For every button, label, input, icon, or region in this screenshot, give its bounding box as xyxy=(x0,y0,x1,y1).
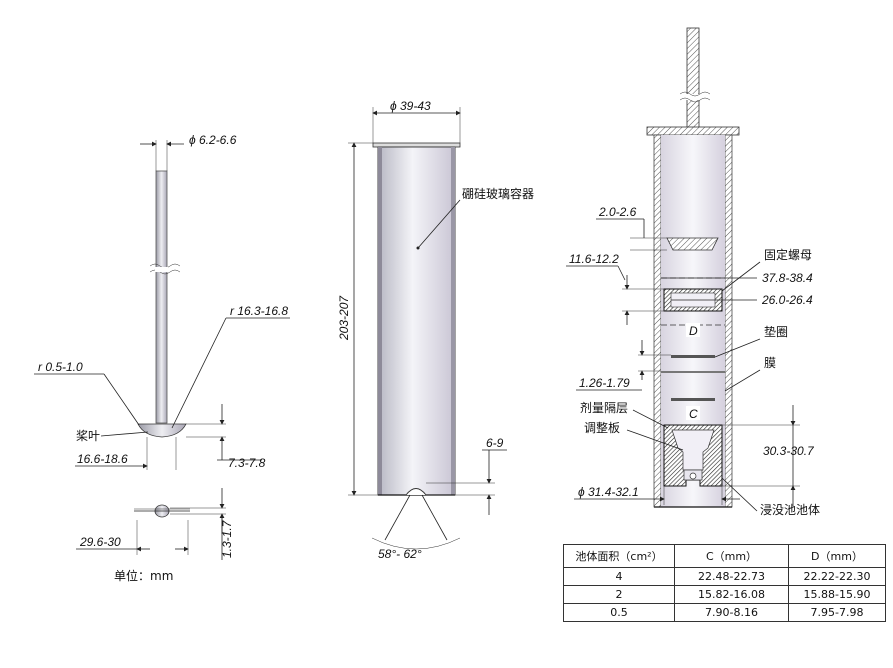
blade-thickness-dim: 1.3-1.7 xyxy=(220,519,234,558)
table-cell: 7.90-8.16 xyxy=(674,603,789,622)
table-cell: 4 xyxy=(563,567,675,586)
vessel-right-wall xyxy=(724,134,733,508)
paddle-drawing: ϕ 6.2-6.6 r 16.3-16.8 r 0.5-1.0 桨叶 16.6-… xyxy=(34,133,290,583)
assembly-paddle-head xyxy=(666,237,719,251)
vessel-left-wall xyxy=(653,134,662,508)
table-header-row: 池体面积（cm²） C（mm） D（mm） xyxy=(563,544,886,568)
spec-table: 池体面积（cm²） C（mm） D（mm） 4 22.48-22.73 22.2… xyxy=(563,544,886,622)
bottom-angle-dim: 58°- 62° xyxy=(378,547,422,561)
nut-height-dim: 11.6-12.2 xyxy=(569,252,619,266)
d-label: D xyxy=(689,324,698,338)
blade-height-dim: 7.3-7.8 xyxy=(228,456,266,470)
paddle-gap-dim: 2.0-2.6 xyxy=(598,205,637,219)
container-height-dim: 203-207 xyxy=(337,295,351,341)
table-row: 2 15.82-16.08 15.88-15.90 xyxy=(563,585,886,604)
table-cell: 2 xyxy=(563,585,675,604)
plate-label: 调整板 xyxy=(584,420,620,435)
table-cell: 22.48-22.73 xyxy=(674,567,789,586)
nut-outer-dim: 37.8-38.4 xyxy=(762,271,813,285)
edge-radius-dim: r 0.5-1.0 xyxy=(38,360,83,374)
table-cell: 22.22-22.30 xyxy=(788,567,886,586)
nut-inner-dim: 26.0-26.4 xyxy=(761,293,813,307)
cell-label: 浸没池池体 xyxy=(760,502,820,517)
table-cell: 15.88-15.90 xyxy=(788,585,886,604)
table-row: 0.5 7.90-8.16 7.95-7.98 xyxy=(563,603,886,622)
paddle-blade xyxy=(137,423,187,438)
glass-container-drawing: ϕ 39-43 203-207 硼硅玻璃容器 6-9 58°- 62° xyxy=(337,99,534,561)
gasket-label: 垫圈 xyxy=(764,324,788,339)
nut-label: 固定螺母 xyxy=(764,247,812,262)
blade-radius-dim: r 16.3-16.8 xyxy=(230,304,288,318)
table-cell: 0.5 xyxy=(563,603,675,622)
shaft-diameter-dim: ϕ 6.2-6.6 xyxy=(189,133,237,147)
assembly-drawing: 2.0-2.6 11.6-12.2 固定螺母 37.8-38.4 26.0-26… xyxy=(566,27,820,517)
blade-label: 桨叶 xyxy=(76,429,100,443)
cell-diameter-dim: ϕ 31.4-32.1 xyxy=(578,485,639,499)
table-cell: 15.82-16.08 xyxy=(674,585,789,604)
paddle-shaft xyxy=(155,170,168,424)
blade-width-dim: 16.6-18.6 xyxy=(77,452,128,466)
c-label: C xyxy=(689,407,698,421)
table-header: 池体面积（cm²） xyxy=(563,544,675,568)
bottom-height-dim: 6-9 xyxy=(486,436,504,450)
container-bottom-dome xyxy=(405,488,427,496)
blade-span-dim: 29.6-30 xyxy=(79,535,121,549)
table-header: D（mm） xyxy=(788,544,886,568)
membrane-label: 膜 xyxy=(764,356,776,370)
unit-label: 单位：mm xyxy=(114,568,173,583)
spacing-dim: 1.26-1.79 xyxy=(579,376,630,390)
cell-height-dim: 30.3-30.7 xyxy=(763,444,815,458)
glass-container xyxy=(377,146,456,496)
material-label: 硼硅玻璃容器 xyxy=(462,186,534,201)
table-cell: 7.95-7.98 xyxy=(788,603,886,622)
table-row: 4 22.48-22.73 22.22-22.30 xyxy=(563,567,886,586)
container-diameter-dim: ϕ 39-43 xyxy=(390,99,431,113)
table-header: C（mm） xyxy=(674,544,789,568)
separator-label: 剂量隔层 xyxy=(580,400,628,415)
